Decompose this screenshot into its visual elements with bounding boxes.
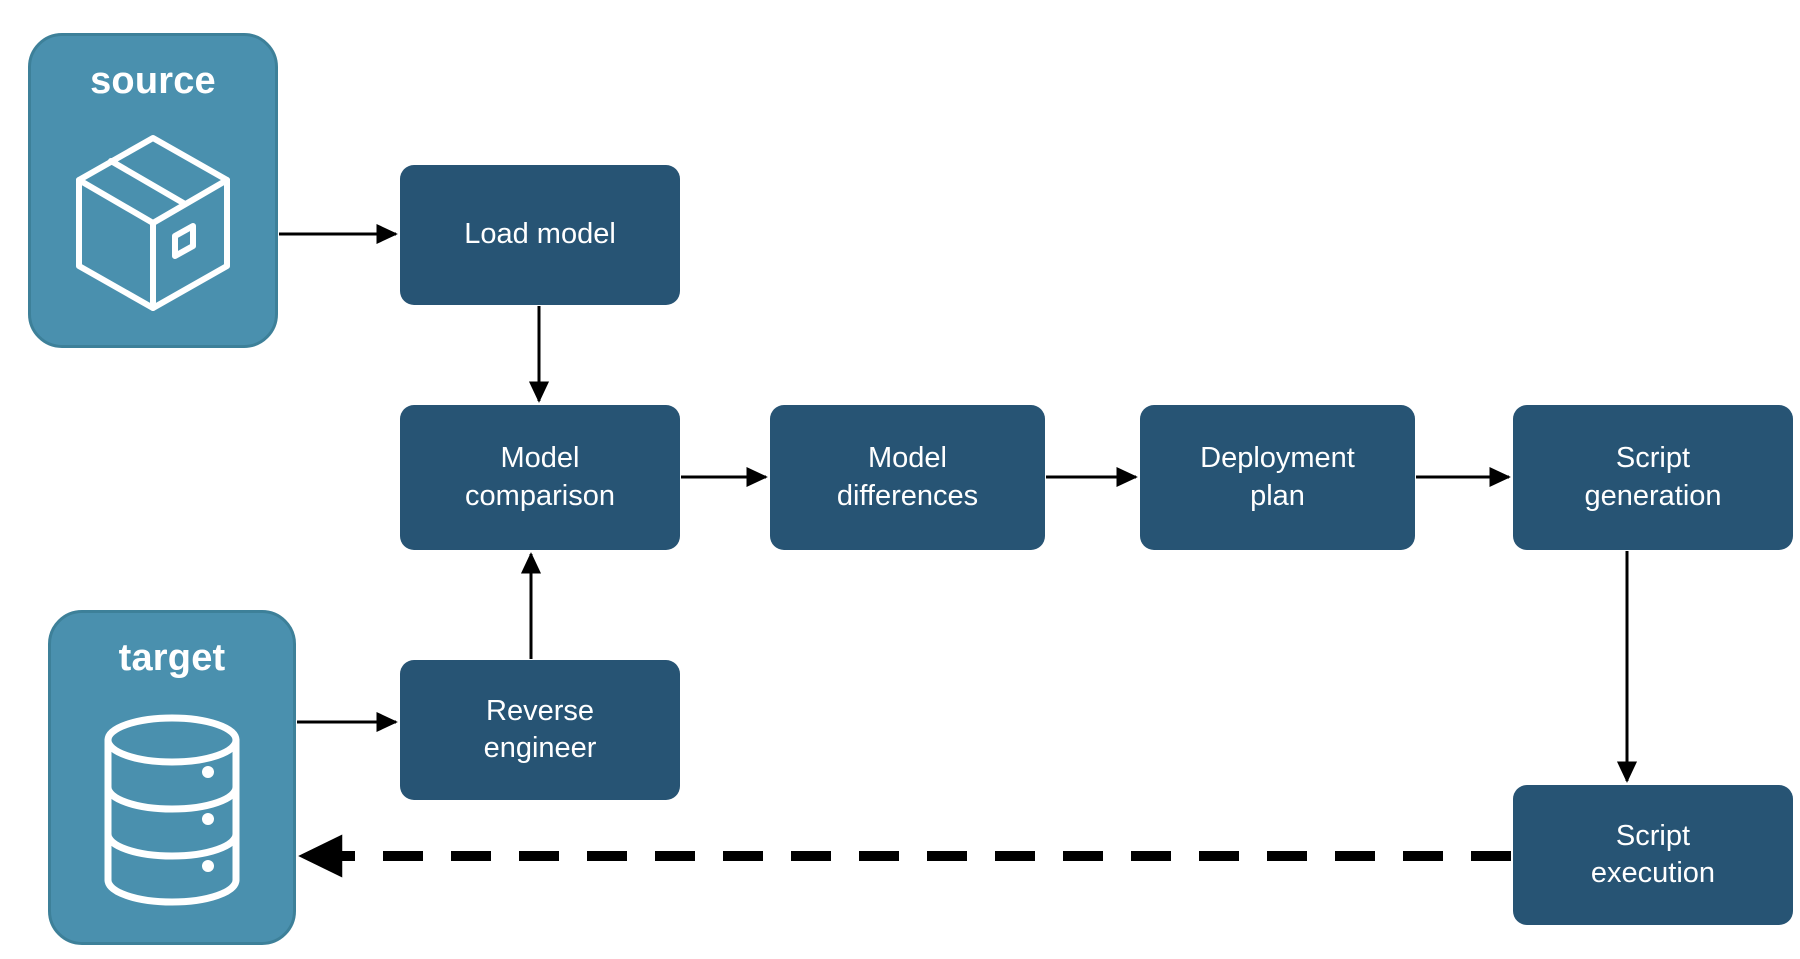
process-model-differences[interactable]: Model differences (770, 405, 1045, 550)
package-box-icon (31, 100, 275, 345)
process-deployment-plan[interactable]: Deployment plan (1140, 405, 1415, 550)
node-source-label: source (90, 60, 216, 102)
node-target-label: target (118, 637, 226, 679)
node-target[interactable]: target (48, 610, 296, 945)
process-script-generation[interactable]: Script generation (1513, 405, 1793, 550)
process-model-comparison[interactable]: Model comparison (400, 405, 680, 550)
process-reverse-engineer[interactable]: Reverse engineer (400, 660, 680, 800)
process-script-execution[interactable]: Script execution (1513, 785, 1793, 925)
database-cylinder-icon (51, 677, 293, 942)
process-load-model[interactable]: Load model (400, 165, 680, 305)
node-source[interactable]: source (28, 33, 278, 348)
